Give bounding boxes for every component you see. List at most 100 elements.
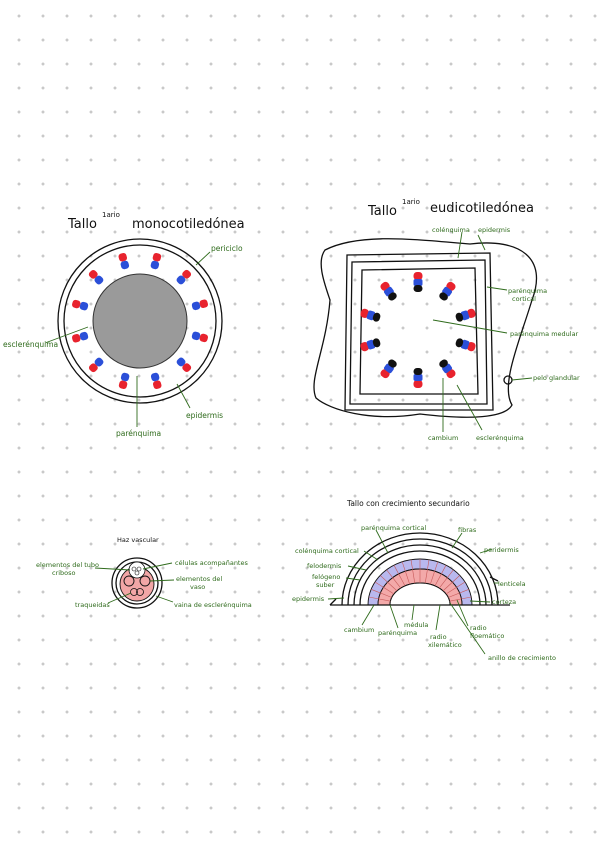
secondary-stem (329, 532, 510, 606)
leader (94, 567, 131, 571)
sec-ray (449, 596, 472, 602)
monocot-periciclo (63, 244, 217, 398)
leader (486, 286, 508, 291)
bundle-phloem (94, 275, 104, 285)
leader (389, 604, 399, 629)
vascular-bundle (413, 272, 423, 292)
haz-cell (136, 566, 142, 572)
bundle-phloem (94, 357, 104, 367)
eudicot-epidermis (344, 252, 494, 411)
eudicot-label-cortical-2: cortical (512, 295, 536, 303)
bundle-phloem (191, 301, 201, 311)
haz-label-traqueidas: traqueidas (75, 601, 110, 609)
eudicot-label-epidermis: epidermis (478, 226, 511, 234)
haz-label-tubo-2: criboso (52, 569, 76, 577)
eudicot-outer-cuticle (313, 238, 538, 418)
haz-label-vaso-2: vaso (190, 583, 205, 591)
bundle-xylem (182, 363, 192, 373)
sec-label-parenquima-cortical: parénquima cortical (361, 524, 426, 532)
bundle-xylem (118, 380, 128, 389)
bundle-phloem (191, 331, 201, 341)
sec-label-radio-f-1: radio (470, 624, 487, 632)
sec-ray (448, 589, 470, 598)
bundle-xylem (88, 269, 98, 279)
bundle-xylem (152, 253, 162, 262)
monocot-label-periciclo: periciclo (211, 244, 243, 253)
sec-ray (434, 565, 447, 587)
eudicot-title-2: eudicotiledónea (430, 201, 534, 216)
bundle-phloem (413, 374, 423, 381)
leader (456, 384, 483, 431)
bundle-phloem (120, 260, 130, 270)
eudicot-vascular-bundles (360, 272, 476, 388)
vascular-bundle (360, 308, 381, 322)
eudicot-label-pelo: pelo glandular (533, 374, 580, 382)
leader (375, 529, 389, 554)
leader (451, 532, 463, 549)
bundle-xylem (467, 308, 476, 318)
bundle-xylem (199, 333, 208, 343)
leader (44, 326, 89, 344)
monocot-epidermis (57, 238, 223, 404)
leader (449, 602, 486, 655)
sec-label-parenquima: parénquima (378, 629, 417, 637)
leader (195, 251, 211, 266)
vascular-bundle (439, 359, 456, 379)
bundle-cambium (372, 312, 381, 322)
haz-tracheid (136, 588, 144, 596)
haz-cell (134, 570, 140, 576)
sec-ray (368, 596, 391, 602)
bundle-cambium (388, 359, 397, 368)
vascular-bundle (439, 281, 456, 301)
leader (361, 604, 375, 626)
bundle-xylem (88, 363, 98, 373)
bundle-cambium (388, 292, 397, 301)
bundle-phloem (150, 372, 160, 382)
bundle-cambium (413, 368, 423, 375)
eudicot-title: Tallo (367, 204, 397, 219)
sec-medula (389, 582, 451, 606)
bundle-xylem (413, 272, 423, 280)
monocot-label-parenquima: parénquima (116, 429, 161, 438)
sec-ray (424, 559, 430, 584)
haz-vessel-right (139, 575, 151, 587)
leader (142, 562, 173, 570)
sec-label-lenticela: lenticela (498, 580, 526, 588)
monocot-label-epidermis: epidermis (186, 411, 223, 420)
sec-label-medula: médula (404, 621, 428, 629)
vascular-bundle (191, 331, 208, 343)
sec-ray (442, 575, 461, 592)
haz-label-tubo-1: elementos del tubo (36, 561, 99, 569)
vascular-bundle (118, 372, 130, 389)
sec-ray (386, 569, 401, 589)
bundle-cambium (439, 292, 448, 301)
sec-label-anillo: anillo de crecimiento (488, 654, 556, 662)
eudicot-pelo-glandular (503, 375, 513, 385)
haz-tracheid (130, 588, 138, 596)
leader (107, 592, 132, 604)
bundle-xylem (360, 342, 369, 352)
sec-lenticela (489, 576, 499, 582)
bundle-cambium (372, 338, 381, 348)
bundle-xylem (182, 269, 192, 279)
monocot-title: Tallo (67, 217, 97, 232)
sec-felogeno (353, 544, 487, 606)
vascular-bundle (176, 357, 192, 373)
monocot-title-sup: 1ario (102, 211, 120, 219)
haz-label-vaso-1: elementos del (176, 575, 222, 583)
haz-label-acomp: células acompañantes (175, 559, 248, 567)
bundle-phloem (79, 331, 89, 341)
vascular-bundle (380, 281, 397, 301)
vascular-bundle (191, 299, 208, 311)
haz-vessel-left (123, 575, 135, 587)
leader (435, 604, 441, 631)
sec-label-radio-x-1: radio (430, 633, 447, 641)
leader (149, 579, 175, 582)
eudicot-label-cortical-1: parénquima (508, 287, 547, 295)
bundle-phloem (120, 372, 130, 382)
sec-label-corteza: corteza (492, 598, 516, 606)
eudicot-endodermis (359, 267, 479, 395)
haz-cell (131, 566, 137, 572)
sec-rays (368, 559, 472, 602)
eudicot-colenquima (349, 259, 488, 405)
